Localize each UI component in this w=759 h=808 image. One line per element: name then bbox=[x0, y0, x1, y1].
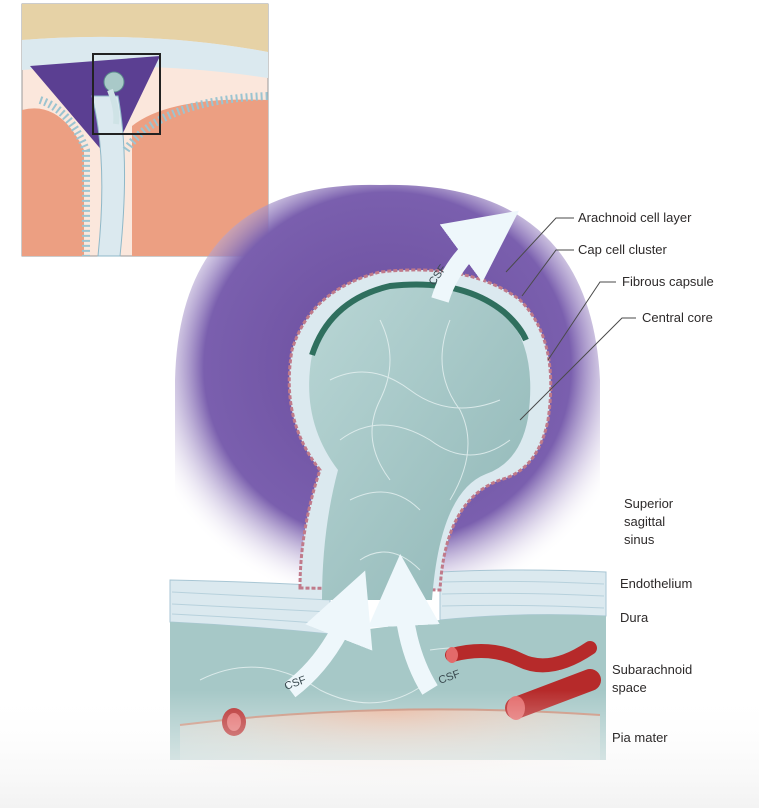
inset-overview bbox=[22, 4, 268, 256]
label-superior-line-1: Superior bbox=[624, 496, 674, 511]
label-dura: Dura bbox=[620, 610, 649, 625]
label-endothelium: Endothelium bbox=[620, 576, 692, 591]
label-superior-line-3: sinus bbox=[624, 532, 655, 547]
bottom-fade bbox=[0, 690, 759, 808]
label-cap-cell-cluster: Cap cell cluster bbox=[578, 242, 668, 257]
label-subarachnoid-line-1: Subarachnoid bbox=[612, 662, 692, 677]
label-subarachnoid-line-2: space bbox=[612, 680, 647, 695]
label-pia-mater: Pia mater bbox=[612, 730, 668, 745]
label-central-core: Central core bbox=[642, 310, 713, 325]
label-superior-line-2: sagittal bbox=[624, 514, 665, 529]
label-arachnoid-cell-layer: Arachnoid cell layer bbox=[578, 210, 692, 225]
label-fibrous-capsule: Fibrous capsule bbox=[622, 274, 714, 289]
